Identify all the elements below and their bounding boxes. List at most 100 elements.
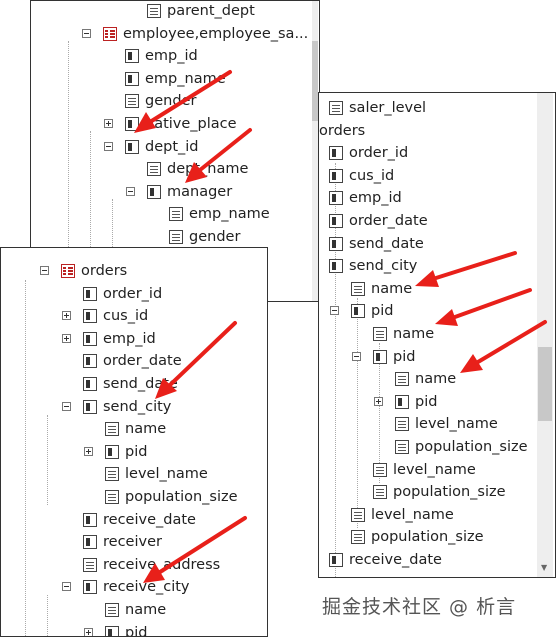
text-field-icon: [351, 281, 365, 296]
tree-node-label: dept_id: [145, 138, 199, 155]
collapse-toggle-icon[interactable]: [126, 186, 135, 196]
table-icon: [103, 26, 117, 41]
expand-toggle-icon[interactable]: [84, 446, 93, 456]
tree-node-label: native_place: [145, 116, 237, 132]
vertical-scrollbar[interactable]: [312, 1, 318, 301]
tree-node-label: level_name: [393, 461, 476, 478]
tree-node-label: level_name: [125, 466, 208, 483]
collapse-toggle-icon[interactable]: [104, 141, 113, 151]
record-field-icon: [329, 191, 343, 206]
record-field-icon: [125, 71, 139, 86]
tree-node-label: send_city: [103, 398, 172, 415]
record-field-icon: [395, 394, 409, 409]
record-field-icon: [83, 331, 97, 346]
tree-node-label: order_date: [103, 353, 182, 370]
tree-node-label: gender: [189, 229, 241, 245]
record-field-icon: [105, 444, 119, 459]
tree-node-label: population_size: [125, 489, 238, 505]
collapse-toggle-icon[interactable]: [62, 582, 71, 592]
text-field-icon: [147, 162, 161, 177]
record-field-icon: [351, 304, 365, 319]
tree-node-label: pid: [393, 348, 416, 365]
expand-toggle-icon[interactable]: [104, 119, 113, 128]
tree-guide-line: [90, 131, 91, 301]
record-field-icon: [125, 139, 139, 154]
tree-guide-line: [335, 163, 336, 577]
tree-node-label: population_size: [393, 484, 506, 501]
tree-node-label: emp_id: [349, 190, 402, 207]
tree-node-label: order_id: [103, 285, 163, 302]
text-field-icon: [329, 101, 343, 115]
expand-toggle-icon[interactable]: [84, 627, 93, 636]
tree-node-label: parent_dept: [167, 3, 255, 19]
tree-node-label: dept_name: [167, 161, 249, 178]
tree-node-label: send_date: [103, 376, 178, 392]
tree-guide-line: [379, 343, 380, 483]
collapse-toggle-icon[interactable]: [330, 306, 339, 316]
table-icon: [61, 264, 75, 278]
collapse-toggle-icon[interactable]: [352, 351, 361, 361]
record-field-icon: [83, 377, 97, 391]
record-field-icon: [329, 259, 343, 274]
expand-toggle-icon[interactable]: [62, 333, 71, 343]
tree-guide-line: [25, 280, 26, 636]
tree-node-label: receive_city: [103, 579, 190, 596]
tree-node-label: emp_id: [145, 48, 198, 65]
record-field-icon: [83, 535, 97, 550]
tree-guide-line: [47, 595, 48, 636]
text-field-icon: [125, 94, 139, 109]
record-field-icon: [329, 214, 343, 228]
tree-node-label: emp_id: [103, 330, 156, 347]
tree-node-label: cus_id: [349, 167, 395, 184]
record-field-icon: [83, 354, 97, 369]
expand-toggle-icon[interactable]: [374, 396, 383, 406]
text-field-icon: [373, 327, 387, 341]
record-field-icon: [329, 146, 343, 161]
vertical-scrollbar[interactable]: ▼: [537, 93, 553, 577]
text-field-icon: [169, 207, 183, 222]
record-field-icon: [329, 168, 343, 183]
tree-node-label: saler_level: [349, 100, 427, 116]
record-field-icon: [373, 349, 387, 364]
tree-node-label: pid: [371, 303, 394, 320]
tree-node-label: name: [125, 421, 167, 438]
tree-node-label: name: [371, 280, 413, 297]
tree-node-label: emp_name: [189, 206, 270, 223]
text-field-icon: [395, 417, 409, 432]
collapse-toggle-icon[interactable]: [62, 401, 71, 411]
tree-node-label: receive_date: [349, 552, 442, 568]
record-field-icon: [83, 399, 97, 414]
text-field-icon: [395, 372, 409, 387]
text-field-icon: [105, 467, 119, 482]
scrollbar-thumb[interactable]: [312, 41, 318, 121]
tree-node-label: employee,employee_sa...: [123, 25, 309, 42]
tree-guide-line: [357, 298, 358, 528]
record-field-icon: [105, 625, 119, 636]
tree-node-label: emp_name: [145, 70, 226, 87]
text-field-icon: [105, 603, 119, 617]
tree-node-label: receive_address: [103, 556, 221, 573]
scroll-down-arrow-icon[interactable]: ▼: [541, 563, 548, 572]
tree-node-label: pid: [415, 393, 438, 410]
tree-node-label: name: [415, 371, 457, 388]
tree-node-label: send_city: [349, 258, 418, 275]
expand-toggle-icon[interactable]: [62, 311, 71, 321]
record-field-icon: [125, 49, 139, 64]
record-field-icon: [83, 309, 97, 324]
tree-node-label: cus_id: [103, 308, 149, 325]
collapse-toggle-icon[interactable]: [40, 266, 49, 275]
collapse-toggle-icon[interactable]: [82, 28, 91, 38]
tree-node-label: order_id: [349, 145, 409, 162]
text-field-icon: [373, 485, 387, 500]
text-field-icon: [395, 440, 409, 454]
watermark-text: 掘金技术社区 @ 析言: [322, 596, 517, 618]
record-field-icon: [83, 580, 97, 595]
tree-node-label: level_name: [371, 506, 454, 523]
tree-node-label: manager: [167, 183, 233, 200]
tree-node-label: level_name: [415, 416, 498, 433]
text-field-icon: [351, 530, 365, 545]
scrollbar-thumb[interactable]: [538, 347, 552, 421]
tree-node-label: population_size: [415, 439, 528, 455]
